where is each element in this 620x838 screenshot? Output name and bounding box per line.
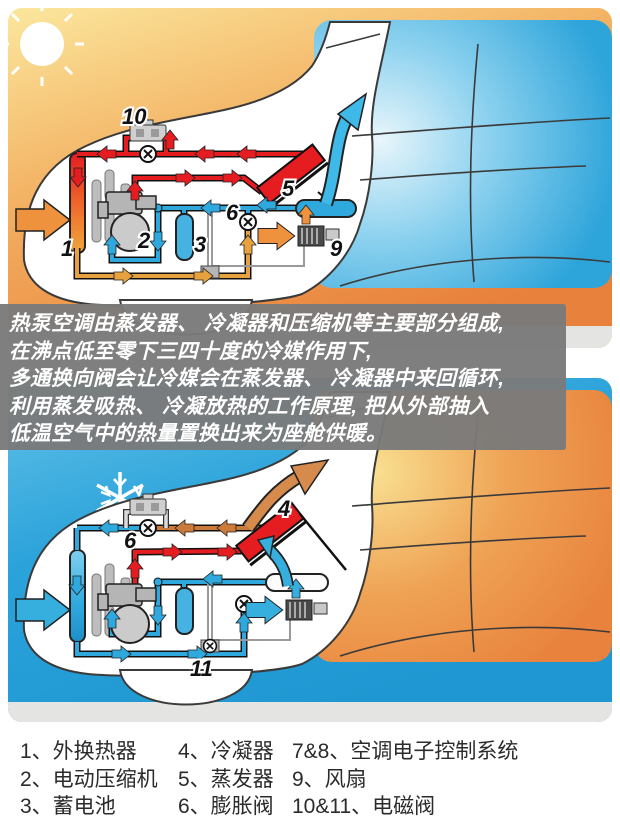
overlay-line: 热泵空调由蒸发器、 冷凝器和压缩机等主要部分组成, [9,312,505,335]
legend-item: 4、冷凝器 [178,740,274,763]
callout-5: 5 [282,176,295,201]
callout-10: 10 [122,104,147,129]
air-through-condenser-arrow [256,534,294,587]
winter-heating-diagram: 4 6 11 [8,378,612,722]
summer-diagram-svg: 1 2 3 5 6 9 10 [8,8,612,348]
cabin-fan-9 [285,599,313,621]
overlay-line: 低温空气中的热量置换出来为座舱供暖。 [9,422,387,445]
warm-air-to-cabin-arrow [242,458,330,533]
road-strip [8,702,612,722]
overlay-line: 在沸点低至零下三四十度的冷媒作用下, [9,339,373,363]
overlay-line: 利用蒸发吸热、 冷凝放热的工作原理, 把从外部抽入 [9,394,490,418]
dash-panel-line [299,513,347,571]
battery-3 [175,213,194,261]
winter-diagram-svg: 4 6 11 [8,378,612,722]
control-wiring-7-8 [207,582,291,644]
legend-column-1: 1、外换热器 2、电动压缩机 3、蓄电池 [20,738,158,821]
description-overlay: 热泵空调由蒸发器、 冷凝器和压缩机等主要部分组成, 在沸点低至零下三四十度的冷媒… [0,304,566,450]
valve-symbol [139,145,157,163]
pipe-junction [153,577,163,587]
legend-item: 7&8、空调电子控制系统 [292,740,519,763]
callout-4: 4 [277,496,290,521]
callout-3: 3 [194,232,206,257]
legend-item: 6、膨胀阀 [178,795,274,818]
legend-column-3: 7&8、空调电子控制系统 9、风扇 10&11、电磁阀 [292,738,518,821]
legend-item: 3、蓄电池 [20,795,116,818]
warm-cabin-window [314,390,612,662]
expansion-valve-6 [139,519,157,537]
callout-6: 6 [226,200,239,225]
solenoid-valve-11 [202,638,218,654]
overlay-line: 多通换向阀会让冷媒会在蒸发器、 冷凝器中来回循环, [9,367,505,390]
cabin-fan-9 [297,225,325,247]
legend-item: 9、风扇 [292,767,367,791]
callout-1: 1 [61,236,73,261]
legend-column-2: 4、冷凝器 5、蒸发器 6、膨胀阀 [178,738,274,821]
summer-cooling-diagram: 1 2 3 5 6 9 10 [8,8,612,348]
callout-9: 9 [330,236,343,261]
legend-item: 10&11、电磁阀 [292,795,436,818]
legend-item: 5、蒸发器 [178,767,274,791]
control-wiring-7-8 [207,208,305,270]
callout-2: 2 [137,228,151,253]
condenser-4 [255,143,329,209]
condenser-4 [234,501,308,567]
expansion-valve-6 [239,213,257,231]
callout-11: 11 [190,656,213,681]
fan-motor [313,602,328,615]
legend-item: 1、外换热器 [20,740,137,763]
cool-air-to-cabin-arrow [319,92,368,207]
cool-cabin-window [314,20,612,288]
legend-item: 2、电动压缩机 [20,767,158,791]
fan-motor [325,228,340,241]
exterior-heat-exchanger-1 [69,549,86,643]
callout-6: 6 [124,528,137,553]
battery-3 [175,587,194,635]
sun-icon [8,8,84,86]
